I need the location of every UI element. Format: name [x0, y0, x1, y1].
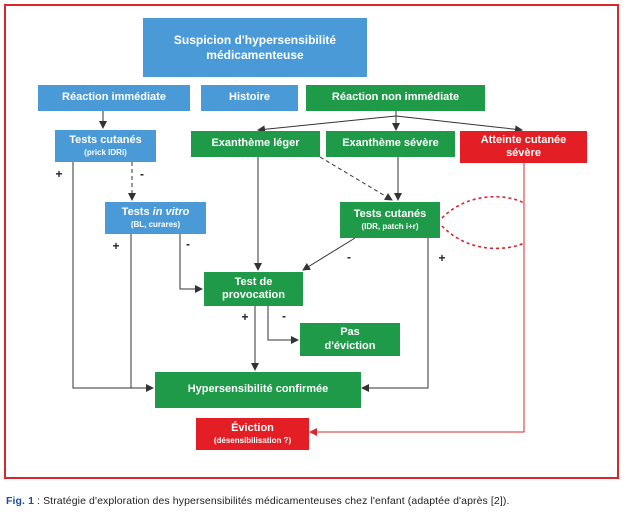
exantheme-leger-label: Exanthème léger	[211, 137, 300, 150]
eviction-sub: (désensibilisation ?)	[213, 436, 292, 446]
arrow-invitro-prov	[179, 234, 203, 293]
exantheme-leger-box: Exanthème léger	[191, 131, 320, 157]
arrow-rni-leger	[257, 115, 397, 134]
arrow-atteinte-eviction	[309, 163, 525, 436]
tests-cutanes-immediate-sub: (prick IDRi)	[84, 148, 127, 158]
atteinte-cutanee-line1: Atteinte cutanée	[480, 133, 567, 146]
sign-tc1-plus: +	[55, 167, 63, 181]
arrow-rni-atteinte	[395, 115, 523, 134]
sign-prov-plus: +	[241, 310, 249, 324]
tests-in-vitro-label-b: in vitro	[152, 206, 190, 219]
tests-in-vitro-sub: (BL, curares)	[130, 220, 181, 230]
tests-cutanes-immediate-label: Tests cutanés	[69, 134, 142, 147]
tests-in-vitro-label: Tests in vitro	[122, 206, 190, 219]
suspicion-line2: médicamenteuse	[206, 47, 304, 62]
figure-frame	[4, 4, 619, 479]
histoire-box: Histoire	[201, 85, 298, 111]
sign-tc1-minus: -	[140, 167, 144, 181]
eviction-box: Éviction (désensibilisation ?)	[196, 418, 309, 450]
reaction-immediate-box: Réaction immédiate	[38, 85, 190, 111]
test-provocation-box: Test de provocation	[204, 272, 303, 306]
tests-cutanes-non-immediate-sub: (IDR, patch i+r)	[361, 222, 419, 232]
caption-label: Fig. 1	[6, 495, 35, 507]
suspicion-box: Suspicion d'hypersensibilité médicamente…	[143, 18, 367, 77]
sign-tiv-plus: +	[112, 239, 120, 253]
arrow-tc1-hyper	[72, 162, 154, 392]
hypersensibilite-label: Hypersensibilité confirmée	[187, 383, 329, 396]
atteinte-cutanee-line2: sévère	[506, 147, 541, 159]
tests-cutanes-immediate-box: Tests cutanés (prick IDRi)	[55, 130, 156, 162]
dotted-arc	[441, 195, 525, 219]
arrow-leger-tc2	[319, 156, 393, 201]
tests-in-vitro-label-a: Tests	[121, 206, 153, 219]
reaction-non-immediate-label: Réaction non immédiate	[331, 91, 460, 104]
reaction-non-immediate-box: Réaction non immédiate	[306, 85, 485, 111]
tests-cutanes-non-immediate-box: Tests cutanés (IDR, patch i+r)	[340, 202, 440, 238]
arrow-tc2-hyper	[361, 238, 429, 392]
test-provocation-line2: provocation	[222, 289, 285, 301]
tests-in-vitro-box: Tests in vitro (BL, curares)	[105, 202, 206, 234]
tests-cutanes-non-immediate-label: Tests cutanés	[353, 208, 427, 221]
pas-eviction-box: Pas d'éviction	[300, 323, 400, 356]
eviction-label: Éviction	[231, 422, 274, 435]
sign-prov-minus: -	[282, 309, 286, 323]
histoire-label: Histoire	[229, 91, 270, 104]
figure-caption: Fig. 1 : Stratégie d'exploration des hyp…	[6, 495, 621, 507]
reaction-immediate-label: Réaction immédiate	[62, 91, 166, 104]
exantheme-severe-label: Exanthème sévère	[342, 137, 439, 150]
sign-tc2-plus: +	[438, 251, 446, 265]
sign-tc2-minus: -	[347, 250, 351, 264]
pas-eviction-line2: d'éviction	[324, 339, 376, 352]
suspicion-line1: Suspicion d'hypersensibilité	[173, 33, 337, 48]
test-provocation-line1: Test de	[234, 275, 273, 288]
dotted-arc-lower	[441, 225, 525, 250]
pas-eviction-line1: Pas	[340, 326, 360, 339]
atteinte-cutanee-box: Atteinte cutanée sévère	[460, 131, 587, 163]
sign-tiv-minus: -	[186, 237, 190, 251]
exantheme-severe-box: Exanthème sévère	[326, 131, 455, 157]
arrow-prov-pas	[267, 306, 299, 344]
caption-text: : Stratégie d'exploration des hypersensi…	[34, 495, 510, 507]
hypersensibilite-box: Hypersensibilité confirmée	[155, 372, 361, 408]
arrow-tc2-prov	[302, 237, 356, 271]
